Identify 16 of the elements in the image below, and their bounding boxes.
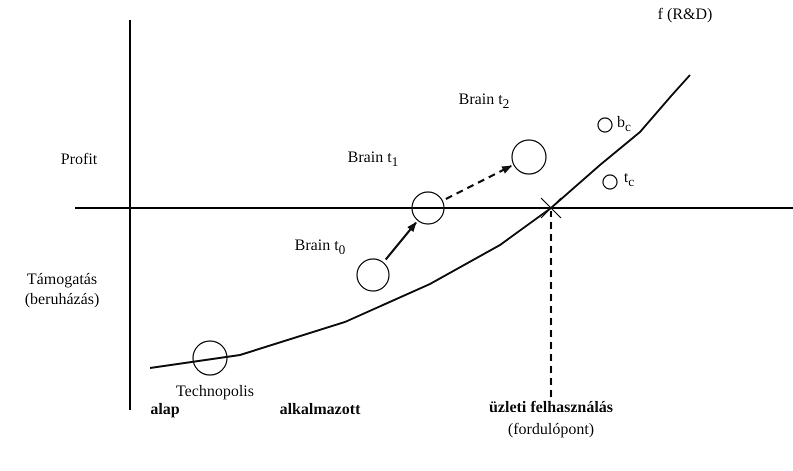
node-label: t$_{c}$ (622, 168, 636, 192)
axis-label: alap (149, 400, 181, 420)
axis-label: alkalmazott (278, 400, 362, 420)
arrow (445, 165, 512, 200)
leader-line (550, 211, 552, 397)
axis-label: Profit (60, 150, 98, 170)
node-label: b$_{c}$ (616, 113, 632, 136)
curve-label: f (R&D) (656, 5, 714, 25)
node-label: üzleti felhasználás (488, 398, 614, 418)
node-label: Technopolis (175, 382, 255, 402)
node-label: (fordulópont) (506, 420, 596, 440)
node-label: Brain t$_{2}$ (458, 90, 510, 114)
node-label: Brain t$_{0}$ (294, 236, 346, 260)
axis-label: Támogatás (beruházás) (24, 270, 100, 310)
node-label: Brain t$_{1}$ (346, 148, 400, 172)
arrow (384, 222, 417, 260)
